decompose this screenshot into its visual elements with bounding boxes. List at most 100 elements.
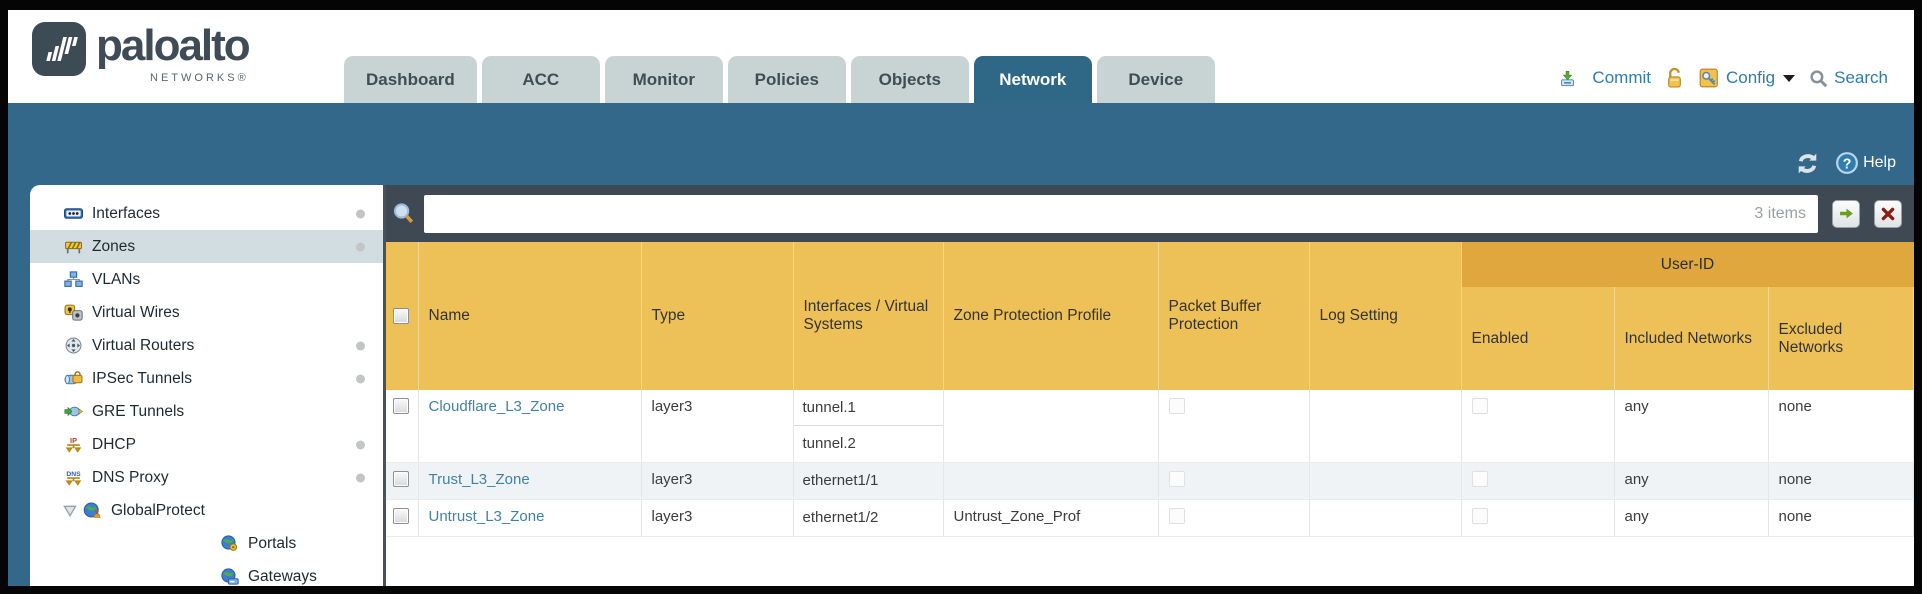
tab-dashboard[interactable]: Dashboard <box>344 56 477 103</box>
tab-network[interactable]: Network <box>973 56 1092 103</box>
status-dot <box>356 440 365 449</box>
tab-monitor[interactable]: Monitor <box>604 56 723 103</box>
apply-filter-button[interactable] <box>1832 199 1860 228</box>
search-icon <box>1810 69 1828 87</box>
sidebar-item-virtual-wires[interactable]: Virtual Wires <box>30 296 383 329</box>
status-dot <box>356 242 365 251</box>
packet-buffer-checkbox[interactable] <box>1168 471 1185 487</box>
logo-wordmark: paloalto <box>96 21 251 70</box>
packet-buffer-checkbox[interactable] <box>1168 398 1185 414</box>
sidebar-item-dhcp[interactable]: IP DHCP <box>30 428 383 461</box>
paloalto-logo: paloalto NETWORKS® <box>32 21 251 84</box>
sidebar-item-globalprotect[interactable]: GlobalProtect <box>30 494 383 527</box>
zone-name-link[interactable]: Untrust_L3_Zone <box>428 508 545 525</box>
svg-text:DNS: DNS <box>66 471 81 478</box>
commit-button[interactable]: Commit <box>1558 68 1651 88</box>
userid-enabled-checkbox[interactable] <box>1471 508 1488 524</box>
help-icon: ? <box>1836 152 1859 174</box>
paloalto-logo-icon <box>32 22 86 76</box>
column-header-type[interactable]: Type <box>641 242 794 390</box>
included-networks: any <box>1614 462 1769 500</box>
zone-name-link[interactable]: Trust_L3_Zone <box>428 471 530 488</box>
log-setting <box>1309 499 1462 537</box>
global-search-button[interactable]: Search <box>1809 68 1888 88</box>
included-networks: any <box>1614 499 1769 537</box>
svg-text:IP: IP <box>70 436 77 445</box>
interface-value: ethernet1/2 <box>802 509 879 526</box>
zone-type: layer3 <box>641 390 794 463</box>
filter-input-wrap: 3 items <box>424 194 1818 233</box>
status-dot <box>356 341 365 350</box>
zone-type: layer3 <box>641 462 794 500</box>
excluded-networks: none <box>1768 462 1914 500</box>
packet-buffer-checkbox[interactable] <box>1168 508 1185 524</box>
row-checkbox[interactable] <box>393 471 409 487</box>
tab-device[interactable]: Device <box>1096 56 1215 103</box>
app-window: paloalto NETWORKS® Dashboard ACC Monitor… <box>8 10 1914 586</box>
select-all-checkbox[interactable] <box>393 308 409 324</box>
column-header-log-setting[interactable]: Log Setting <box>1309 242 1462 390</box>
content-panel: 3 items <box>383 185 1914 586</box>
svg-text:?: ? <box>1843 156 1852 172</box>
zone-name-link[interactable]: Cloudflare_L3_Zone <box>428 398 565 415</box>
excluded-networks: none <box>1768 499 1914 537</box>
gre-tunnels-icon <box>64 406 83 417</box>
table-row: Trust_L3_Zone layer3 ethernet1/1 any non… <box>386 462 1914 500</box>
table-row: Untrust_L3_Zone layer3 ethernet1/2 Untru… <box>386 499 1914 537</box>
config-menu-button[interactable]: Config <box>1698 67 1796 89</box>
sidebar-item-vlans[interactable]: VLANs <box>30 263 383 296</box>
column-header-zone-protection[interactable]: Zone Protection Profile <box>943 242 1159 390</box>
content-filler <box>386 537 1914 586</box>
sidebar-item-gre-tunnels[interactable]: GRE Tunnels <box>30 395 383 428</box>
table-row: Cloudflare_L3_Zone layer3 tunnel.1 tunne… <box>386 390 1914 463</box>
zone-protection-profile: Untrust_Zone_Prof <box>943 499 1159 537</box>
excluded-networks: none <box>1768 390 1914 463</box>
clear-filter-button[interactable] <box>1874 199 1902 228</box>
zones-table: Name Type Interfaces / Virtual Systems Z… <box>386 242 1914 537</box>
config-icon <box>1699 68 1718 88</box>
included-networks: any <box>1614 390 1769 463</box>
vlans-icon <box>64 271 83 287</box>
userid-enabled-checkbox[interactable] <box>1471 471 1488 487</box>
log-setting <box>1309 390 1462 463</box>
refresh-icon[interactable] <box>1794 152 1821 175</box>
main-area: Interfaces Zones VLANs <box>8 185 1914 586</box>
column-header-packet-buffer[interactable]: Packet Buffer Protection <box>1158 242 1310 390</box>
column-header-excluded-networks[interactable]: Excluded Networks <box>1768 287 1914 390</box>
tab-policies[interactable]: Policies <box>727 56 846 103</box>
virtual-routers-icon <box>65 337 82 354</box>
column-header-enabled[interactable]: Enabled <box>1461 287 1615 390</box>
row-checkbox[interactable] <box>393 508 409 524</box>
expander-triangle-icon[interactable] <box>63 505 77 517</box>
userid-enabled-checkbox[interactable] <box>1471 398 1488 414</box>
filter-input[interactable] <box>424 194 1818 233</box>
sidebar-item-ipsec-tunnels[interactable]: IPSec Tunnels <box>30 362 383 395</box>
tab-acc[interactable]: ACC <box>481 56 600 103</box>
column-group-user-id: User-ID <box>1461 242 1914 287</box>
gateways-icon <box>221 568 239 585</box>
status-dot <box>356 473 365 482</box>
help-button[interactable]: ? Help <box>1835 151 1896 175</box>
tab-objects[interactable]: Objects <box>850 56 969 103</box>
sidebar-item-gateways[interactable]: Gateways <box>30 560 383 586</box>
sidebar-item-virtual-routers[interactable]: Virtual Routers <box>30 329 383 362</box>
sidebar-item-portals[interactable]: Portals <box>30 527 383 560</box>
column-header-included-networks[interactable]: Included Networks <box>1614 287 1769 390</box>
main-nav-tabs: Dashboard ACC Monitor Policies Objects N… <box>344 56 1220 103</box>
interface-value: ethernet1/1 <box>802 472 879 489</box>
network-sidebar: Interfaces Zones VLANs <box>30 185 383 586</box>
sidebar-item-interfaces[interactable]: Interfaces <box>30 197 383 230</box>
commit-icon <box>1561 70 1575 86</box>
lock-icon[interactable] <box>1665 67 1684 89</box>
ipsec-tunnels-icon <box>64 371 83 385</box>
column-header-name[interactable]: Name <box>418 242 642 390</box>
column-header-interfaces[interactable]: Interfaces / Virtual Systems <box>793 242 944 390</box>
sidebar-item-zones[interactable]: Zones <box>30 230 383 263</box>
log-setting <box>1309 462 1462 500</box>
interface-value: tunnel.2 <box>802 435 856 452</box>
zone-protection-profile <box>943 462 1159 500</box>
sidebar-item-dns-proxy[interactable]: DNS DNS Proxy <box>30 461 383 494</box>
row-checkbox[interactable] <box>393 398 409 414</box>
sub-header-band: ? Help <box>8 103 1914 185</box>
